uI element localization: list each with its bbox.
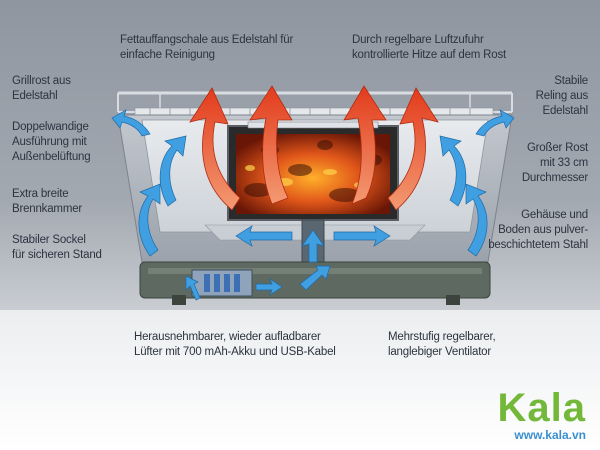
brand-watermark: Kala www.kala.vn: [498, 388, 587, 442]
label-gehaeuse: Gehäuse und Boden aus pulver- beschichte…: [488, 208, 588, 253]
label-luftzufuhr: Durch regelbare Luftzufuhr kontrollierte…: [352, 33, 506, 63]
fan-icon: [192, 270, 252, 296]
label-grillrost: Grillrost aus Edelstahl: [12, 74, 71, 104]
label-doppelwandige: Doppelwandige Ausführung mit Außenbelüft…: [12, 120, 90, 165]
grill-grate: [135, 108, 493, 115]
label-rost: Großer Rost mit 33 cm Durchmesser: [522, 141, 588, 186]
brand-url: www.kala.vn: [498, 428, 587, 442]
label-sockel: Stabiler Sockel für sicheren Stand: [12, 233, 102, 263]
label-ventilator: Mehrstufig regelbarer, langlebiger Venti…: [388, 330, 495, 360]
label-brennkammer: Extra breite Brennkammer: [12, 187, 82, 217]
label-fettauffangschale: Fettauffangschale aus Edelstahl für einf…: [120, 33, 293, 63]
label-luefter: Herausnehmbarer, wieder aufladbarer Lüft…: [134, 330, 336, 360]
brand-logo: Kala: [498, 388, 587, 428]
label-reling: Stabile Reling aus Edelstahl: [536, 74, 588, 119]
